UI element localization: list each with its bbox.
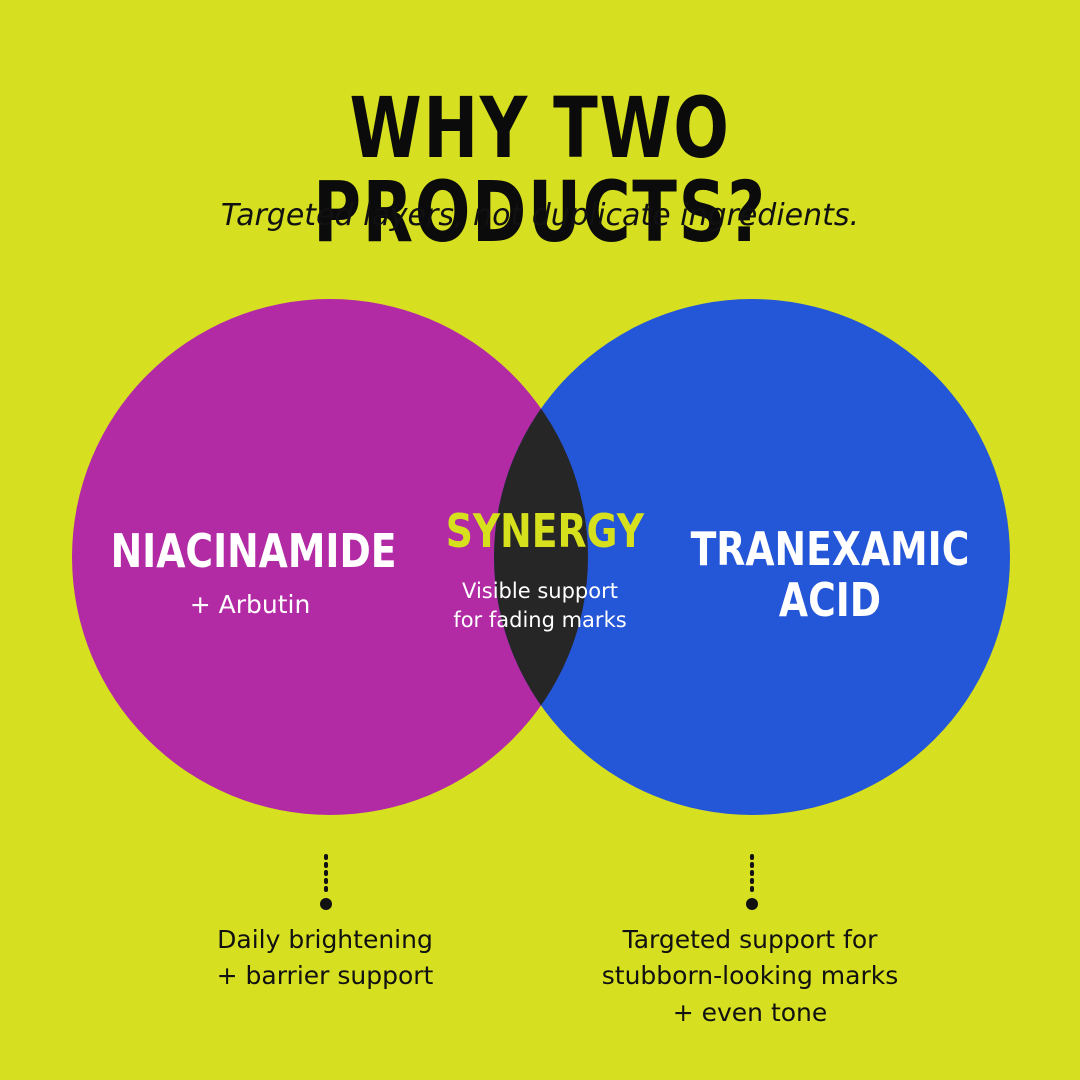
- left-circle-subheading: + Arbutin: [189, 590, 311, 619]
- left-note: Daily brightening + barrier support: [160, 922, 490, 995]
- right-note-line: Targeted support for: [622, 925, 878, 954]
- right-circle-heading: TRANEXAMIC ACID: [674, 524, 986, 625]
- overlap-description: Visible support for fading marks: [425, 577, 655, 636]
- left-connector-dot: [320, 898, 332, 910]
- page-title: WHY TWO PRODUCTS?: [313, 79, 767, 261]
- left-circle-niacinamide: [72, 299, 588, 815]
- left-circle-heading: NIACINAMIDE: [110, 524, 397, 578]
- right-note: Targeted support for stubborn-looking ma…: [570, 922, 930, 1031]
- left-note-line: + barrier support: [216, 961, 434, 991]
- right-note-line: stubborn-looking marks: [601, 961, 899, 991]
- overlap-heading: SYNERGY: [445, 504, 645, 558]
- overlap-description-line: for fading marks: [453, 608, 627, 633]
- right-connector-dot: [746, 898, 758, 910]
- right-circle-tranexamic: [494, 299, 1010, 815]
- page-subtitle: Targeted layers, not duplicate ingredien…: [220, 198, 860, 233]
- right-circle-heading-line: ACID: [778, 572, 882, 627]
- right-circle-heading-line: TRANEXAMIC: [690, 522, 970, 576]
- right-note-line: + even tone: [672, 997, 828, 1027]
- overlap-description-line: Visible support: [462, 579, 618, 603]
- left-note-line: Daily brightening: [217, 925, 433, 954]
